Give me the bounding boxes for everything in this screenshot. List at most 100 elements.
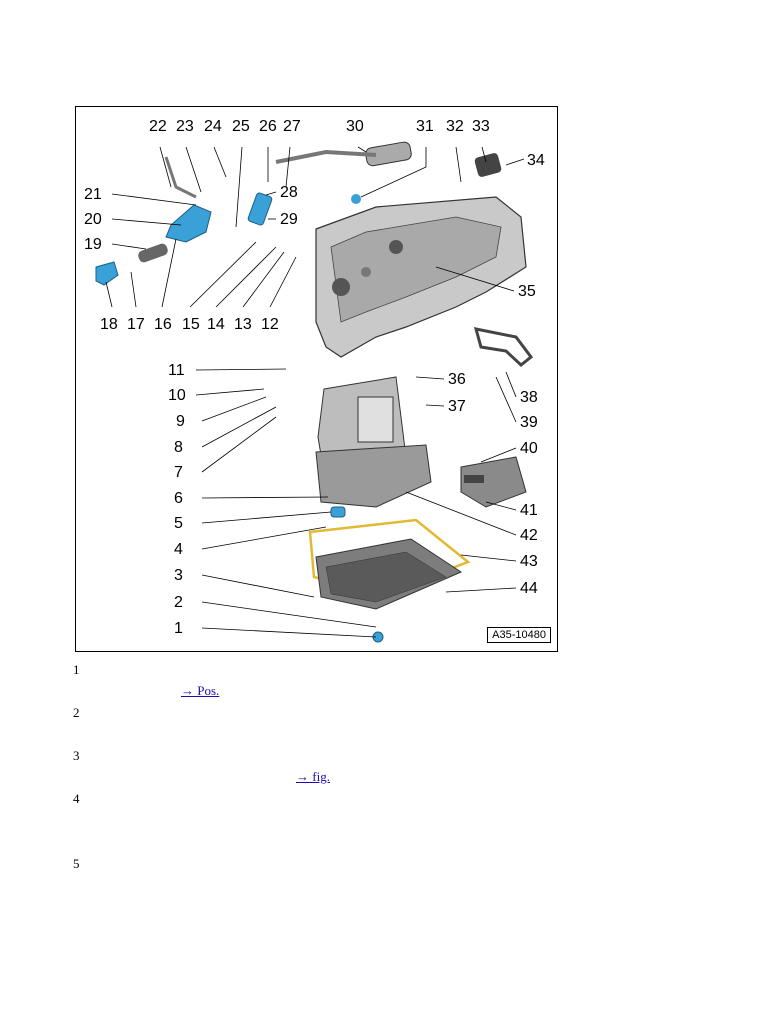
list-item-number: 4 xyxy=(73,791,80,806)
callout-leader-line xyxy=(445,587,517,593)
callout-number: 19 xyxy=(84,236,102,253)
callout-leader-line xyxy=(195,388,265,396)
callout-leader-line xyxy=(111,243,147,250)
callout-number: 21 xyxy=(84,186,102,203)
valve-body xyxy=(315,376,432,508)
callout-leader-line xyxy=(201,396,267,422)
callout-leader-line xyxy=(195,368,287,371)
callout-leader-line xyxy=(215,246,277,308)
callout-number: 32 xyxy=(446,118,464,135)
callout-leader-line xyxy=(111,193,197,206)
callout-number: 6 xyxy=(174,490,183,507)
callout-leader-line xyxy=(360,147,427,198)
callout-number: 17 xyxy=(127,316,145,333)
callout-leader-line xyxy=(201,627,377,638)
callout-number: 8 xyxy=(174,439,183,456)
callout-number: 37 xyxy=(448,398,466,415)
transmission-housing xyxy=(315,196,527,358)
callout-number: 39 xyxy=(520,414,538,431)
figure-link[interactable]: → fig. xyxy=(296,769,330,784)
position-link[interactable]: → Pos. xyxy=(181,683,220,698)
oil-pan xyxy=(308,518,471,610)
callout-leader-line xyxy=(201,416,277,473)
callout-number: 29 xyxy=(280,211,298,228)
figure-reference-code: A35-10480 xyxy=(487,627,551,643)
callout-leader-line xyxy=(357,146,367,153)
callout-leader-line xyxy=(161,238,177,308)
callout-leader-line xyxy=(201,601,377,628)
callout-number: 16 xyxy=(154,316,172,333)
callout-leader-line xyxy=(130,271,137,308)
callout-leader-line xyxy=(201,511,332,524)
callout-number: 28 xyxy=(280,184,298,201)
list-item-number: 5 xyxy=(73,856,80,871)
callout-number: 43 xyxy=(520,553,538,570)
callout-number: 10 xyxy=(168,387,186,404)
callout-leader-line xyxy=(105,281,113,308)
callout-number: 31 xyxy=(416,118,434,135)
callout-number: 34 xyxy=(527,152,545,169)
callout-number: 25 xyxy=(232,118,250,135)
callout-number: 20 xyxy=(84,211,102,228)
callout-leader-line xyxy=(235,146,243,228)
callout-leader-line xyxy=(480,447,517,463)
callout-number: 36 xyxy=(448,371,466,388)
callout-leader-line xyxy=(111,218,182,226)
callout-leader-line xyxy=(435,266,515,292)
callout-number: 38 xyxy=(520,389,538,406)
list-item-number: 1 xyxy=(73,662,80,677)
callout-leader-line xyxy=(213,146,227,178)
callout-number: 22 xyxy=(149,118,167,135)
callout-leader-line xyxy=(455,146,462,183)
callout-leader-line xyxy=(495,376,517,423)
callout-leader-line xyxy=(201,574,315,598)
callout-leader-line xyxy=(159,146,172,188)
callout-leader-line xyxy=(405,491,517,536)
callout-number: 40 xyxy=(520,440,538,457)
callout-number: 24 xyxy=(204,118,222,135)
callout-number: 41 xyxy=(520,502,538,519)
callout-number: 44 xyxy=(520,580,538,597)
callout-number: 1 xyxy=(174,620,183,637)
callout-leader-line xyxy=(425,404,445,407)
callout-number: 35 xyxy=(518,283,536,300)
callout-leader-line xyxy=(201,406,277,448)
callout-leader-line xyxy=(505,371,517,398)
callout-leader-line xyxy=(201,496,329,499)
callout-leader-line xyxy=(269,256,297,308)
callout-number: 30 xyxy=(346,118,364,135)
callout-number: 23 xyxy=(176,118,194,135)
bracket xyxy=(473,327,534,367)
callout-number: 14 xyxy=(207,316,225,333)
list-item-number: 2 xyxy=(73,705,80,720)
callout-number: 42 xyxy=(520,527,538,544)
callout-number: 3 xyxy=(174,567,183,584)
callout-leader-line xyxy=(201,526,327,550)
callout-number: 26 xyxy=(259,118,277,135)
callout-number: 2 xyxy=(174,594,183,611)
callout-number: 7 xyxy=(174,464,183,481)
oil-filter xyxy=(460,456,527,508)
callout-leader-line xyxy=(415,376,445,380)
callout-number: 18 xyxy=(100,316,118,333)
cooler-pipe xyxy=(164,141,502,204)
callout-leader-line xyxy=(185,146,202,193)
callout-number: 15 xyxy=(182,316,200,333)
callout-number: 13 xyxy=(234,316,252,333)
callout-number: 27 xyxy=(283,118,301,135)
callout-leader-line xyxy=(485,501,517,511)
callout-leader-line xyxy=(460,554,517,562)
callout-leader-line xyxy=(265,191,277,196)
callout-number: 11 xyxy=(168,362,185,379)
callout-number: 9 xyxy=(176,413,185,430)
callout-number: 4 xyxy=(174,541,183,558)
highlighted-hose-parts xyxy=(95,192,384,643)
callout-number: 33 xyxy=(472,118,490,135)
list-item-number: 3 xyxy=(73,748,80,763)
callout-leader-line xyxy=(242,251,285,308)
callout-number: 5 xyxy=(174,515,183,532)
callout-leader-line xyxy=(285,146,291,188)
